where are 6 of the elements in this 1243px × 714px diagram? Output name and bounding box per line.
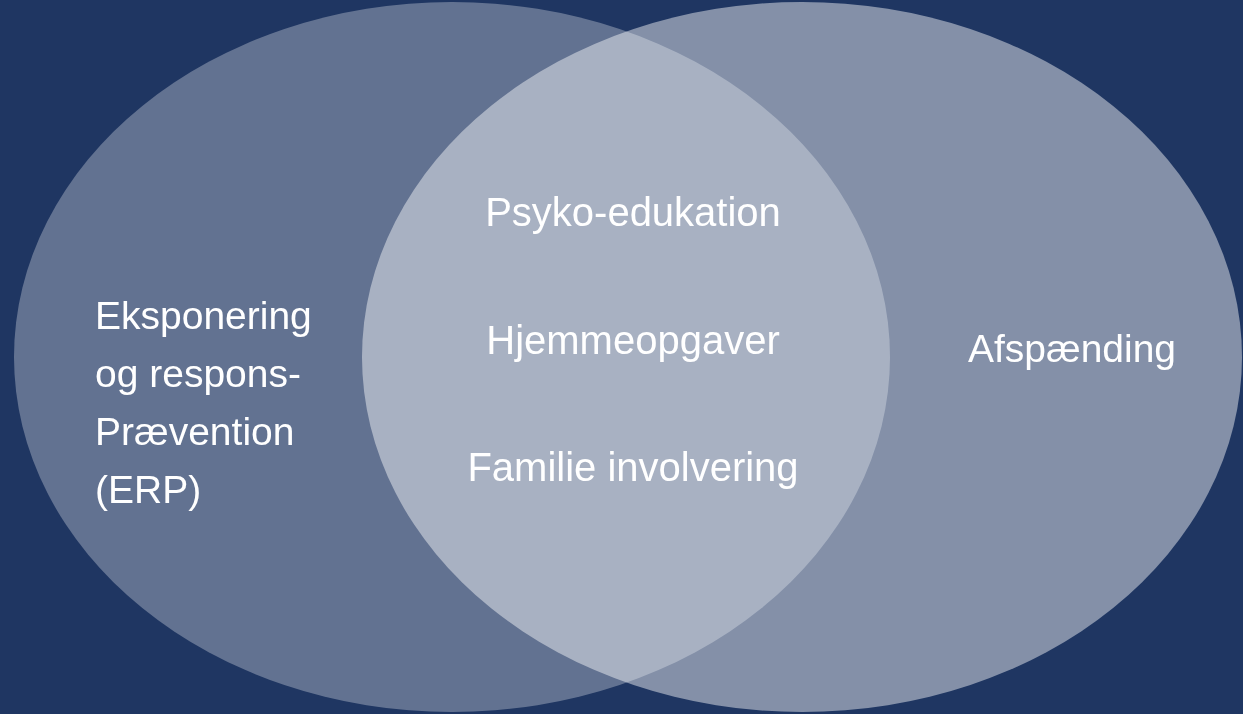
overlap-label: Familie involvering [467, 445, 799, 490]
venn-ellipse [362, 2, 1242, 712]
set-label: Eksponering og respons-Prævention (ERP) [95, 293, 313, 513]
set-label: Afspænding [966, 326, 1178, 372]
overlap-label: Psyko-edukation [485, 190, 781, 235]
overlap-label: Hjemmeopgaver [486, 318, 780, 363]
